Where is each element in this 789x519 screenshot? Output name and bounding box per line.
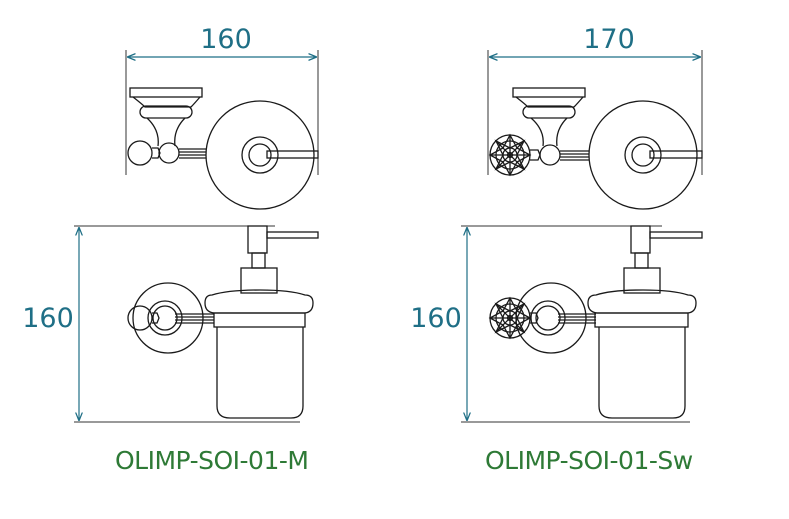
- front-view-sw: 160: [410, 225, 703, 423]
- width-dimension-text: 160: [200, 24, 252, 55]
- crystal-knob-icon: [489, 297, 531, 339]
- model-label-m: OLIMP-SOI-01-M: [115, 446, 309, 475]
- front-view-m: 160: [22, 225, 319, 423]
- top-view-m: 160: [125, 24, 319, 210]
- crystal-knob-icon: [489, 134, 531, 176]
- height-dimension-text: 160: [410, 303, 462, 334]
- model-label-sw: OLIMP-SOI-01-Sw: [485, 446, 693, 475]
- height-dimension-text: 160: [22, 303, 74, 334]
- top-view-sw: 170: [487, 24, 703, 210]
- width-dimension-text: 170: [583, 24, 635, 55]
